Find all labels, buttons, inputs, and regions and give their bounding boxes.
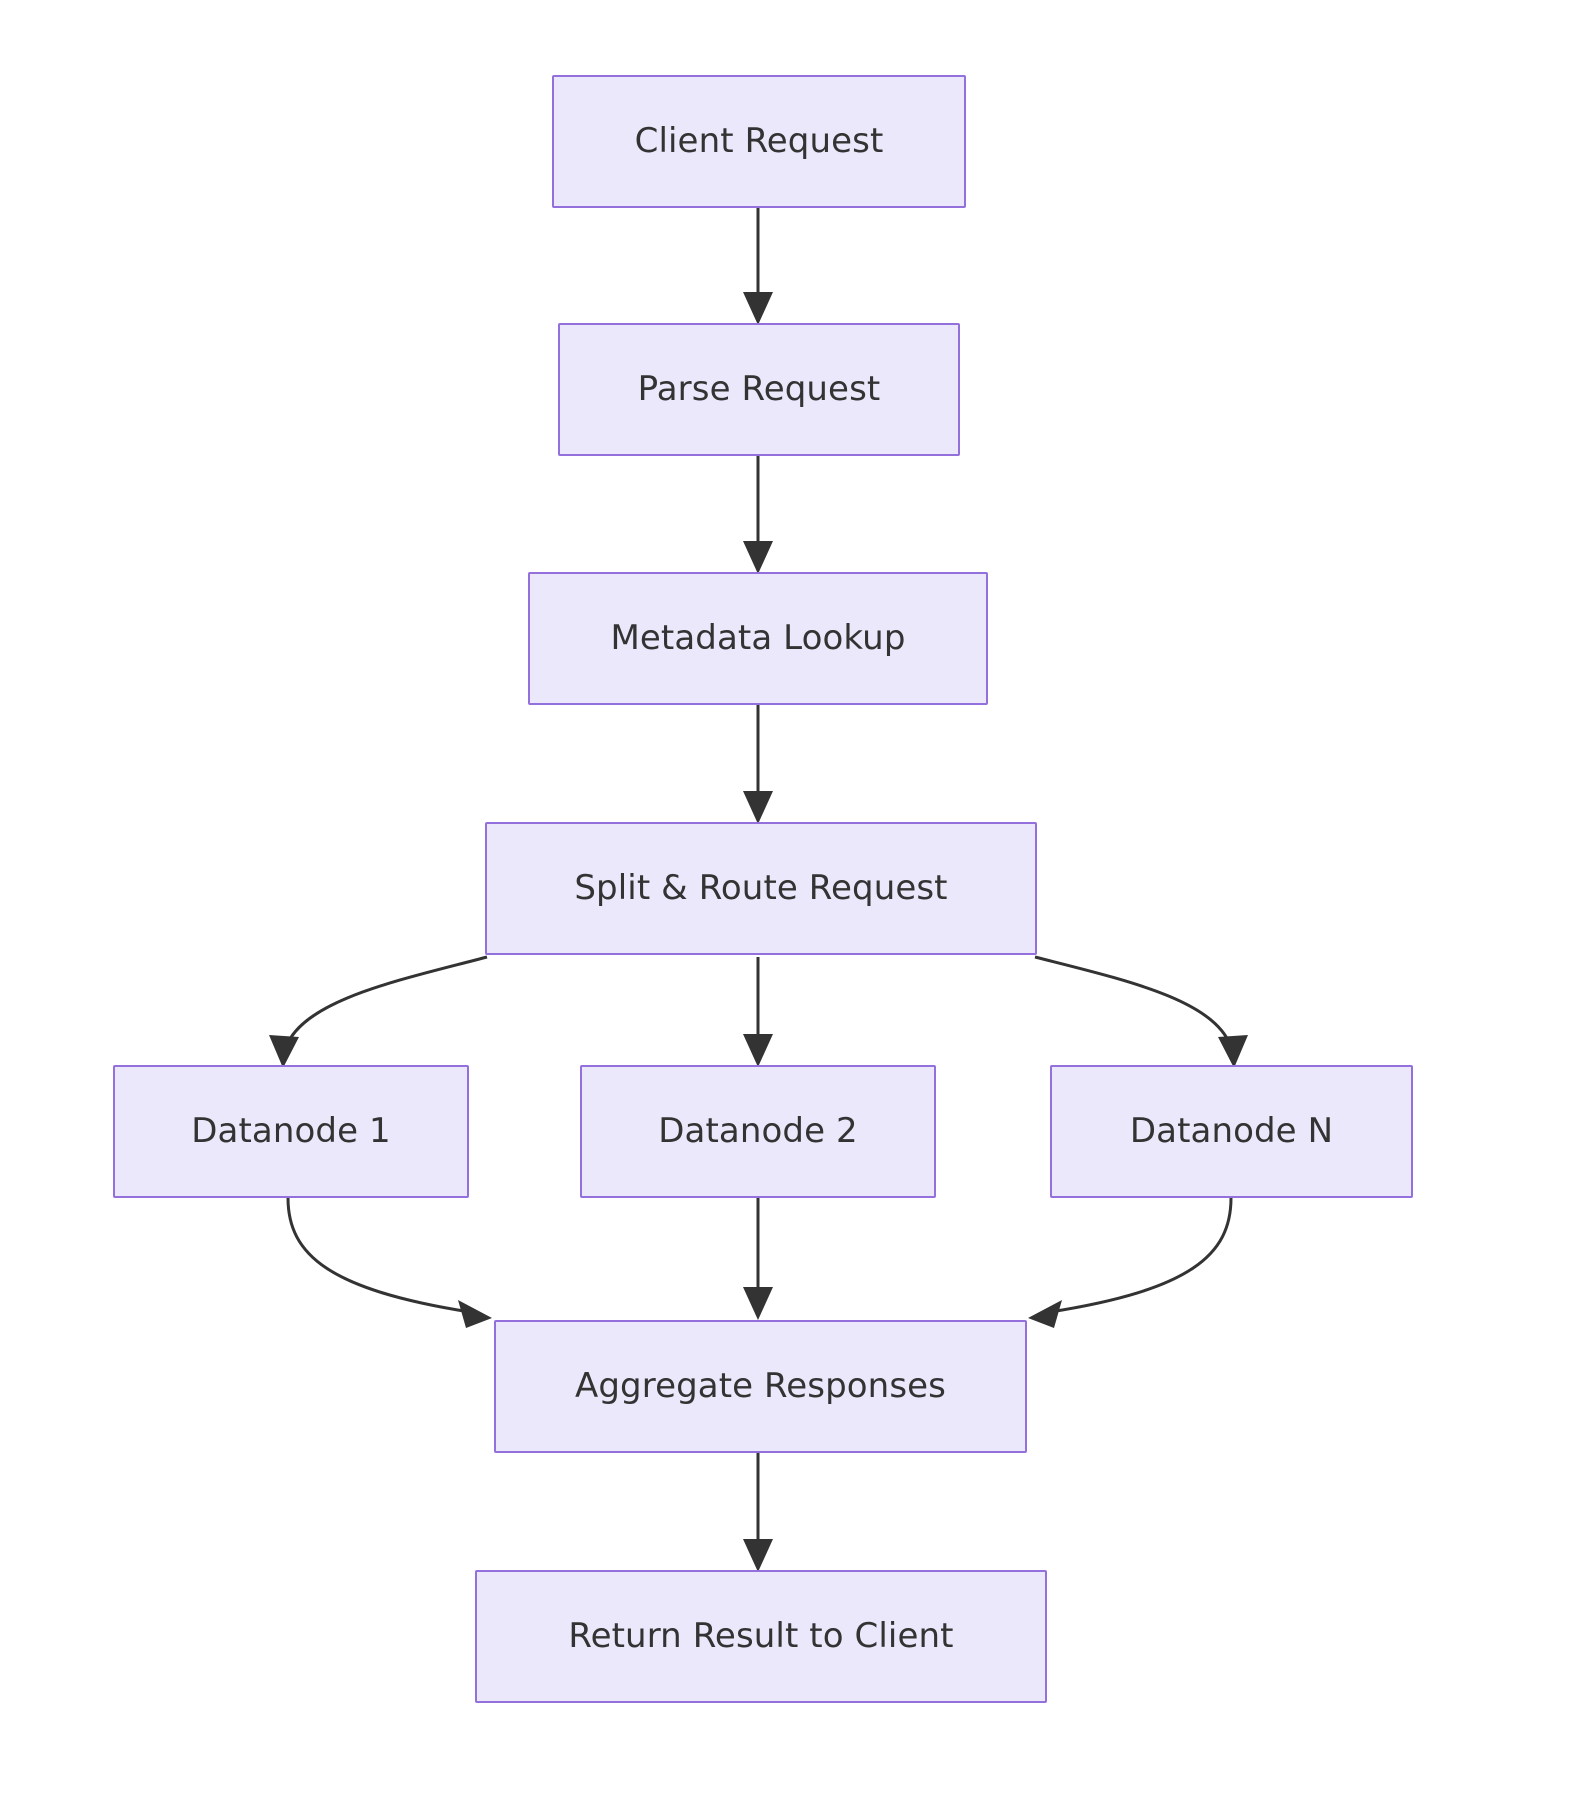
edge-datanode-n-to-aggregate — [1028, 1197, 1233, 1328]
node-return-result-to-client[interactable]: Return Result to Client — [475, 1570, 1047, 1703]
edge-split-route-to-datanode-n — [1034, 955, 1248, 1068]
node-label-aggregate-responses: Aggregate Responses — [575, 1365, 946, 1406]
node-label-client-request: Client Request — [634, 120, 884, 161]
node-label-datanode-2: Datanode 2 — [658, 1110, 858, 1151]
edge-datanode-2-to-aggregate — [743, 1198, 773, 1320]
edge-aggregate-to-return-result — [743, 1453, 773, 1572]
node-label-parse-request: Parse Request — [637, 368, 881, 409]
node-label-split-route-request: Split & Route Request — [574, 867, 948, 908]
node-client-request[interactable]: Client Request — [552, 75, 966, 208]
node-datanode-2[interactable]: Datanode 2 — [580, 1065, 936, 1198]
node-datanode-n[interactable]: Datanode N — [1050, 1065, 1413, 1198]
edge-metadata-lookup-to-split-route — [743, 705, 773, 824]
node-label-datanode-1: Datanode 1 — [191, 1110, 391, 1151]
edge-parse-request-to-metadata-lookup — [743, 456, 773, 574]
node-label-metadata-lookup: Metadata Lookup — [610, 617, 906, 658]
edge-split-route-to-datanode-2 — [743, 957, 773, 1067]
node-aggregate-responses[interactable]: Aggregate Responses — [494, 1320, 1027, 1453]
node-label-datanode-n: Datanode N — [1129, 1110, 1334, 1151]
node-split-route-request[interactable]: Split & Route Request — [485, 822, 1037, 955]
node-label-return-result-to-client: Return Result to Client — [568, 1615, 954, 1656]
edge-split-route-to-datanode-1 — [269, 955, 488, 1068]
node-parse-request[interactable]: Parse Request — [558, 323, 960, 456]
edge-datanode-1-to-aggregate — [286, 1197, 492, 1328]
node-datanode-1[interactable]: Datanode 1 — [113, 1065, 469, 1198]
node-metadata-lookup[interactable]: Metadata Lookup — [528, 572, 988, 705]
edge-client-request-to-parse-request — [743, 208, 773, 325]
